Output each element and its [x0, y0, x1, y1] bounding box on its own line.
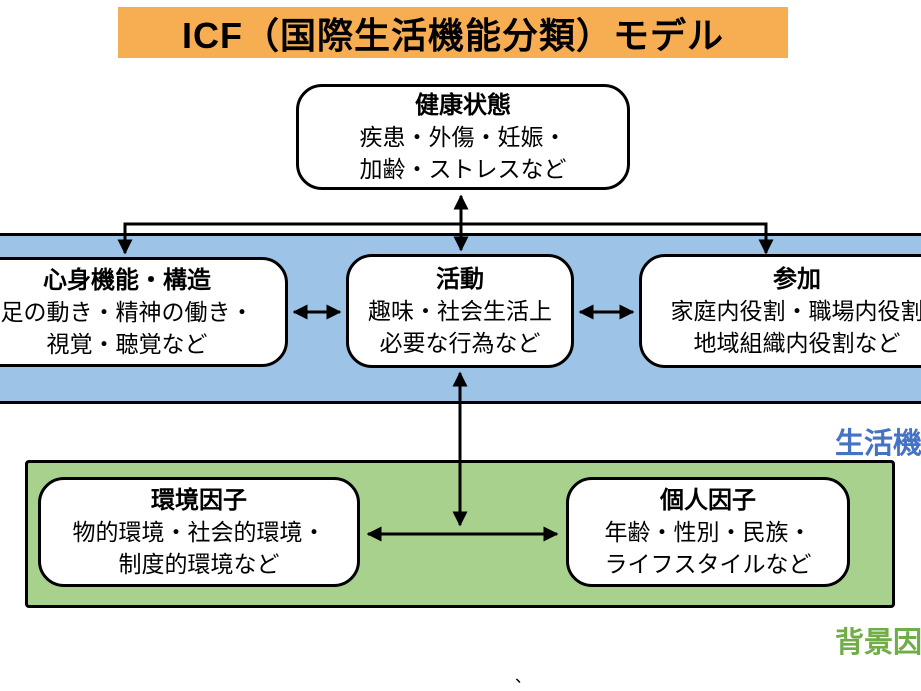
node-line: 制度的環境など: [118, 550, 280, 577]
footnote-comma: 、: [515, 669, 532, 686]
diagram-title: ICF（国際生活機能分類）モデル: [118, 7, 788, 58]
node-line: 地域組織内役割など: [693, 329, 901, 356]
node-line: 加齢・ストレスなど: [359, 155, 567, 182]
node-title: 活動: [436, 265, 484, 293]
node-line: 物的環境・社会的環境・: [72, 518, 326, 545]
node-line: 疾患・外傷・妊娠・: [359, 123, 567, 150]
personal-factors-box: 個人因子 年齢・性別・民族・ ライフスタイルなど: [566, 477, 850, 587]
participation-box: 参加 家庭内役割・職場内役割 地域組織内役割など: [639, 254, 921, 368]
environmental-factors-box: 環境因子 物的環境・社会的環境・ 制度的環境など: [38, 477, 360, 587]
node-line: 年齢・性別・民族・: [604, 518, 812, 545]
node-title: 心身機能・構造: [43, 266, 211, 294]
node-title: 環境因子: [151, 486, 247, 514]
background-factors-label: 背景因子: [835, 627, 921, 659]
node-line: 視覚・聴覚など: [46, 330, 208, 357]
node-line: 必要な行為など: [379, 329, 541, 356]
node-line: ライフスタイルなど: [604, 550, 812, 577]
mind-body-function-box: 心身機能・構造 足の動き・精神の働き・ 視覚・聴覚など: [0, 257, 288, 367]
node-title: 健康状態: [415, 91, 511, 119]
node-line: 趣味・社会生活上: [368, 297, 552, 324]
health-state-box: 健康状態 疾患・外傷・妊娠・ 加齢・ストレスなど: [296, 84, 630, 190]
node-title: 参加: [773, 265, 821, 293]
activity-box: 活動 趣味・社会生活上 必要な行為など: [346, 254, 574, 368]
node-line: 家庭内役割・職場内役割: [670, 297, 921, 324]
node-title: 個人因子: [660, 486, 756, 514]
life-functioning-label: 生活機能: [835, 428, 921, 460]
node-line: 足の動き・精神の働き・: [0, 298, 254, 325]
